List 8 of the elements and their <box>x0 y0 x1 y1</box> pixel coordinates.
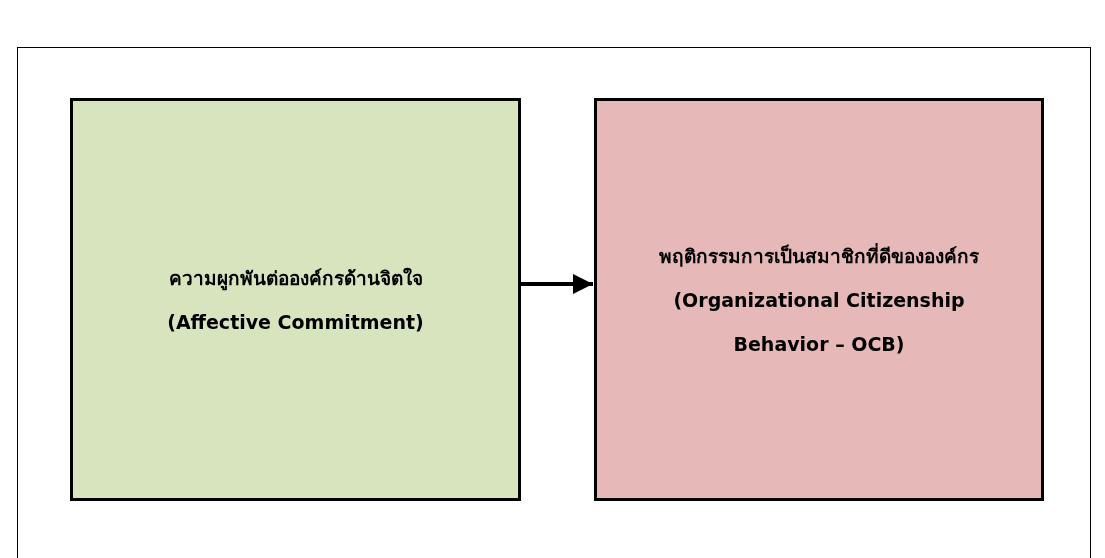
box-label: (Affective Commitment) <box>167 309 424 335</box>
arrow <box>520 274 593 294</box>
concept-box <box>70 98 521 501</box>
box-label: ความผูกพันต่อองค์กรด้านจิตใจ <box>168 265 423 293</box>
concept-box <box>594 98 1044 501</box>
frame-box <box>17 47 1091 558</box>
box-label: (Organizational Citizenship Behavior – OCB) <box>672 287 966 357</box>
box-label: พฤติกรรมการเป็นสมาชิกที่ดีขององค์กร <box>659 242 979 269</box>
